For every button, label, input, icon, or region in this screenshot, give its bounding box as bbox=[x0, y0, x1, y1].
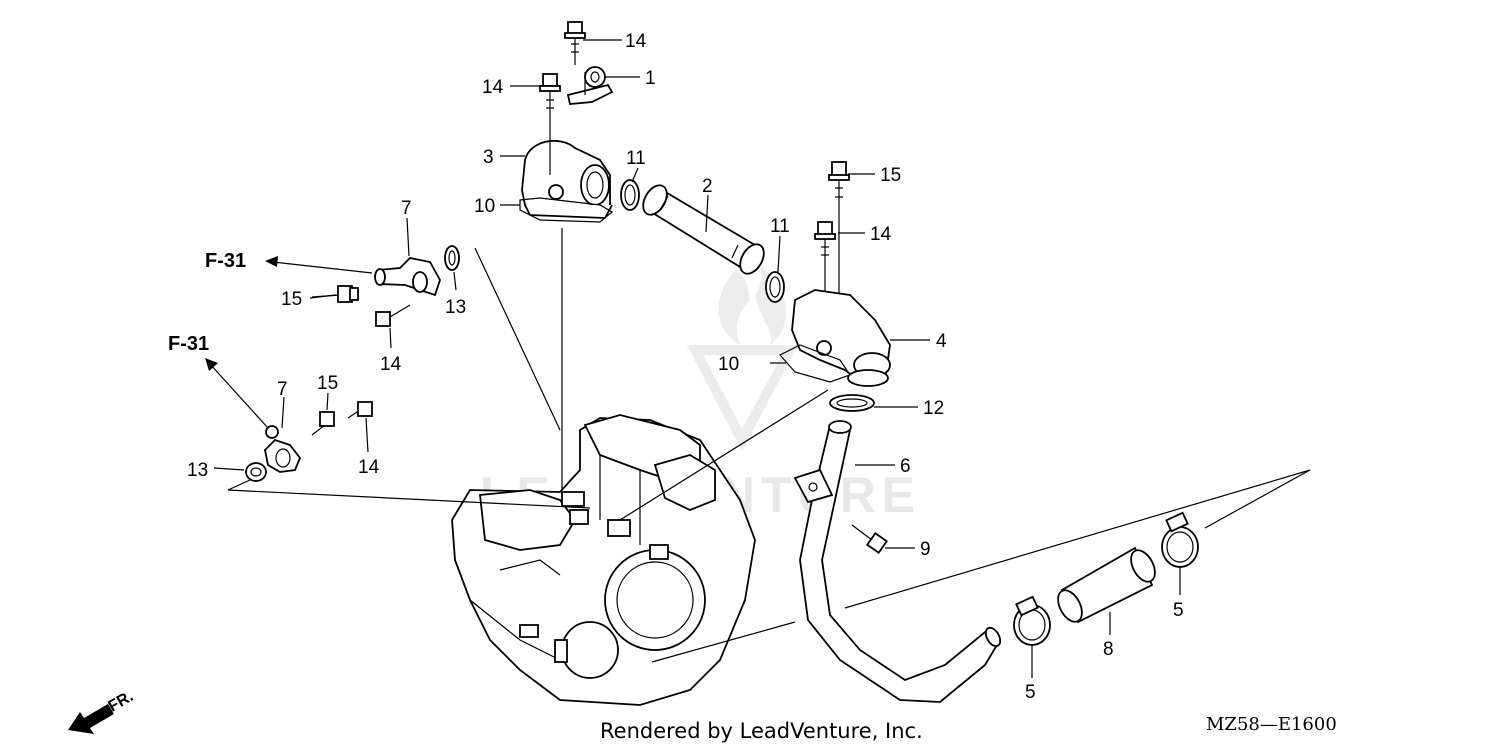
callout-6: 6 bbox=[900, 456, 911, 477]
callout-13: 13 bbox=[445, 297, 466, 318]
callout-3: 3 bbox=[483, 147, 494, 168]
o-ring-13-lower bbox=[245, 462, 267, 482]
callout-14: 14 bbox=[358, 457, 380, 478]
callout-12: 12 bbox=[923, 398, 944, 419]
callout-13: 13 bbox=[187, 460, 208, 481]
callout-5: 5 bbox=[1025, 682, 1036, 703]
o-ring-13-upper bbox=[444, 245, 460, 271]
credit-text: Rendered by LeadVenture, Inc. bbox=[600, 719, 923, 743]
ref-f31-upper[interactable]: F-31 bbox=[205, 250, 246, 272]
callout-14: 14 bbox=[870, 224, 892, 245]
gasket-10-lower bbox=[779, 344, 851, 383]
callout-11: 11 bbox=[626, 148, 646, 169]
water-joint-7-upper bbox=[374, 257, 441, 297]
water-outlet-housing-4 bbox=[791, 289, 891, 387]
bolt-9 bbox=[851, 524, 889, 555]
o-ring-12 bbox=[829, 394, 875, 412]
callout-2: 2 bbox=[702, 176, 713, 197]
callout-9: 9 bbox=[920, 539, 931, 560]
callout-7: 7 bbox=[277, 379, 288, 400]
callout-5: 5 bbox=[1173, 600, 1184, 621]
callout-11: 11 bbox=[770, 216, 790, 237]
front-arrow-icon bbox=[68, 704, 114, 734]
bolt-15-left-upper bbox=[311, 285, 359, 303]
callout-15: 15 bbox=[281, 289, 302, 310]
o-ring-11-left bbox=[620, 179, 640, 211]
callout-10: 10 bbox=[718, 354, 739, 375]
water-outlet-housing-3 bbox=[521, 139, 613, 219]
bolt-14-left-upper bbox=[375, 304, 411, 327]
callout-labels: 14 1 14 3 10 11 2 11 15 14 4 10 12 6 9 5… bbox=[187, 31, 1184, 703]
callout-14: 14 bbox=[380, 354, 402, 375]
gasket-10-upper bbox=[519, 197, 614, 223]
diagram-code: MZ58—E1600 bbox=[1206, 714, 1337, 735]
hose-clamp-5-left bbox=[1013, 595, 1051, 646]
hose-8 bbox=[1057, 546, 1156, 624]
callout-8: 8 bbox=[1103, 639, 1114, 660]
water-joint-7-lower bbox=[264, 425, 302, 473]
callout-15: 15 bbox=[880, 165, 901, 186]
callout-1: 1 bbox=[645, 68, 656, 89]
ref-f31-lower[interactable]: F-31 bbox=[168, 333, 209, 355]
stay-1 bbox=[566, 66, 614, 105]
hose-clamp-5-right bbox=[1161, 511, 1199, 568]
bolt-15-left-lower bbox=[311, 411, 335, 436]
callout-14: 14 bbox=[625, 31, 647, 52]
callout-4: 4 bbox=[936, 331, 947, 352]
water-hose-6 bbox=[793, 420, 1002, 703]
bolt-14-left bbox=[539, 73, 561, 175]
callout-10: 10 bbox=[474, 196, 495, 217]
callout-7: 7 bbox=[401, 198, 412, 219]
callout-15: 15 bbox=[317, 373, 338, 394]
bolt-15-right bbox=[828, 161, 850, 215]
bolt-14-top bbox=[564, 21, 586, 65]
o-ring-11-right bbox=[765, 271, 785, 303]
bolt-14-left-lower bbox=[347, 401, 373, 419]
callout-14: 14 bbox=[482, 77, 504, 98]
leader-lines bbox=[205, 39, 1311, 678]
water-pipe-2 bbox=[642, 184, 765, 275]
engine-block bbox=[451, 414, 756, 706]
